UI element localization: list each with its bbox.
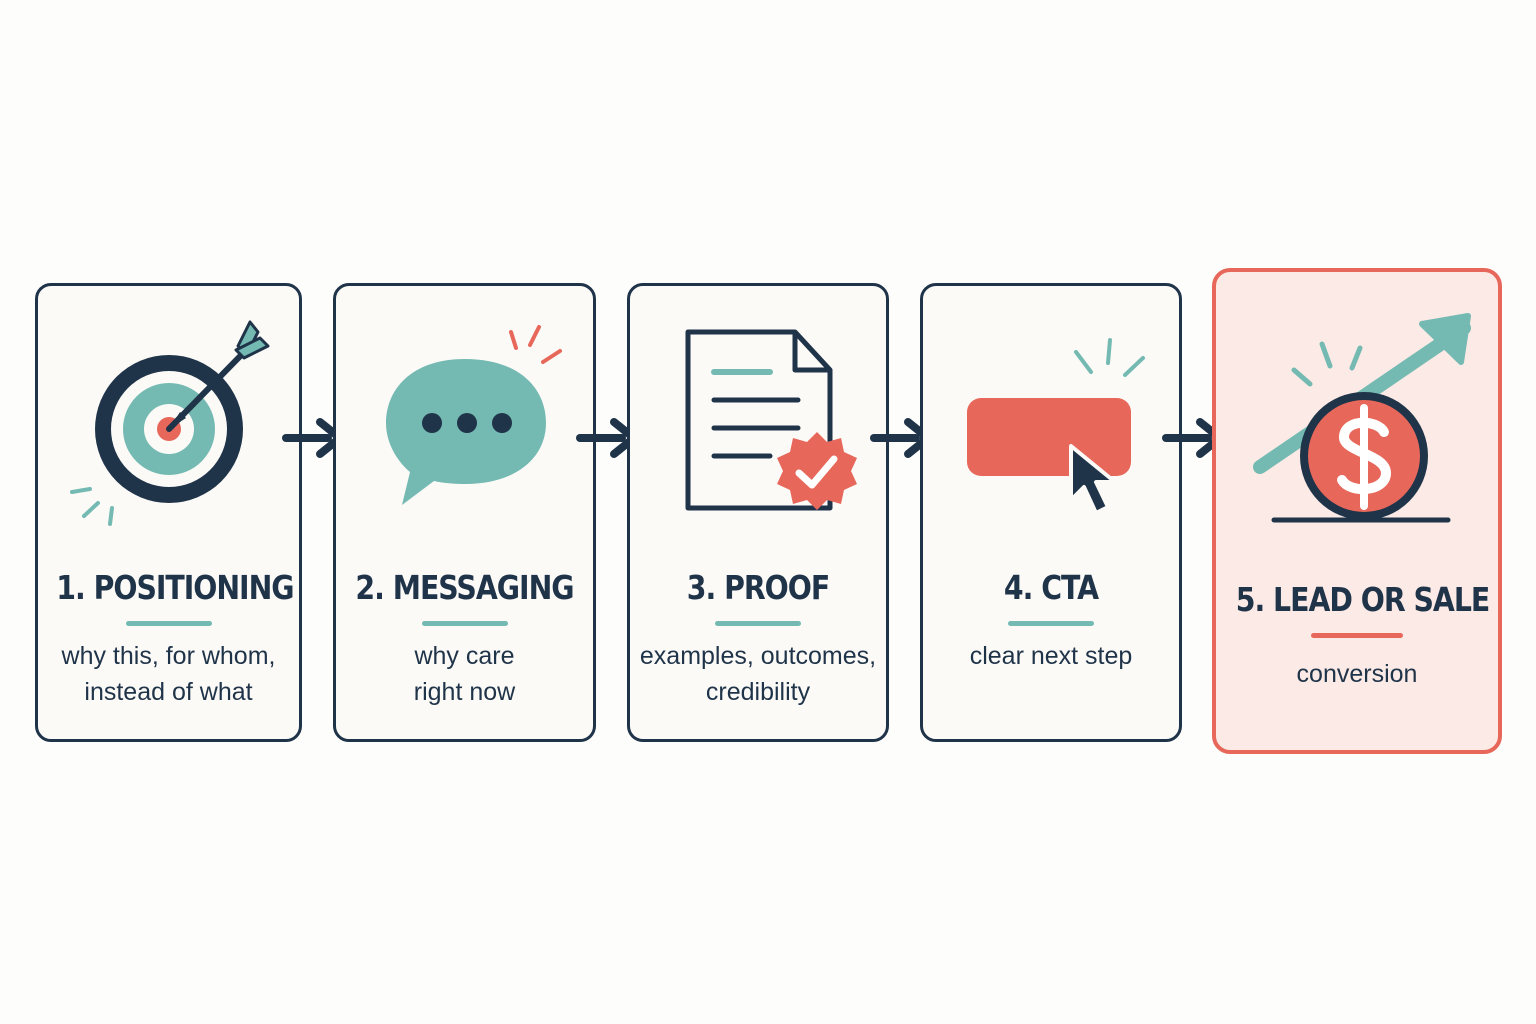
step-description-line: examples, outcomes, bbox=[639, 642, 877, 670]
step-card-positioning: 1. POSITIONING why this, for whom, inste… bbox=[35, 283, 302, 742]
step-description: clear next step bbox=[923, 638, 1179, 674]
target-icon bbox=[70, 320, 270, 526]
step-title: 5. LEAD OR SALE bbox=[1235, 580, 1491, 619]
step-card-messaging: 2. MESSAGING why care right now bbox=[333, 283, 596, 742]
button-cursor-icon bbox=[967, 338, 1145, 515]
step-description-line: right now bbox=[413, 678, 516, 706]
step-description: examples, outcomes, credibility bbox=[630, 638, 886, 710]
step-description-line: clear next step bbox=[969, 642, 1133, 670]
step-card-proof: 3. PROOF examples, outcomes, credibility bbox=[627, 283, 889, 742]
step-title: 1. POSITIONING bbox=[56, 568, 294, 607]
speech-bubble-icon bbox=[386, 325, 562, 505]
step-underline bbox=[125, 621, 212, 626]
step-title: 2. MESSAGING bbox=[355, 568, 574, 607]
step-title: 4. CTA bbox=[1003, 568, 1099, 607]
dollar-growth-icon bbox=[1253, 313, 1471, 523]
step-description-line: credibility bbox=[705, 678, 811, 706]
step-description-line: why care bbox=[414, 642, 515, 670]
step-underline bbox=[1008, 621, 1094, 626]
step-description-line: conversion bbox=[1296, 660, 1418, 688]
step-description: why care right now bbox=[336, 638, 593, 710]
step-card-cta: 4. CTA clear next step bbox=[920, 283, 1182, 742]
document-check-icon bbox=[685, 329, 857, 511]
step-underline bbox=[715, 621, 801, 626]
step-description-line: instead of what bbox=[84, 678, 253, 706]
step-underline bbox=[421, 621, 508, 626]
step-description: conversion bbox=[1216, 656, 1498, 692]
step-title: 3. PROOF bbox=[686, 568, 830, 607]
step-description-line: why this, for whom, bbox=[61, 642, 276, 670]
step-underline bbox=[1311, 633, 1403, 638]
step-card-lead-or-sale: 5. LEAD OR SALE conversion bbox=[1212, 268, 1502, 754]
step-description: why this, for whom, instead of what bbox=[38, 638, 299, 710]
